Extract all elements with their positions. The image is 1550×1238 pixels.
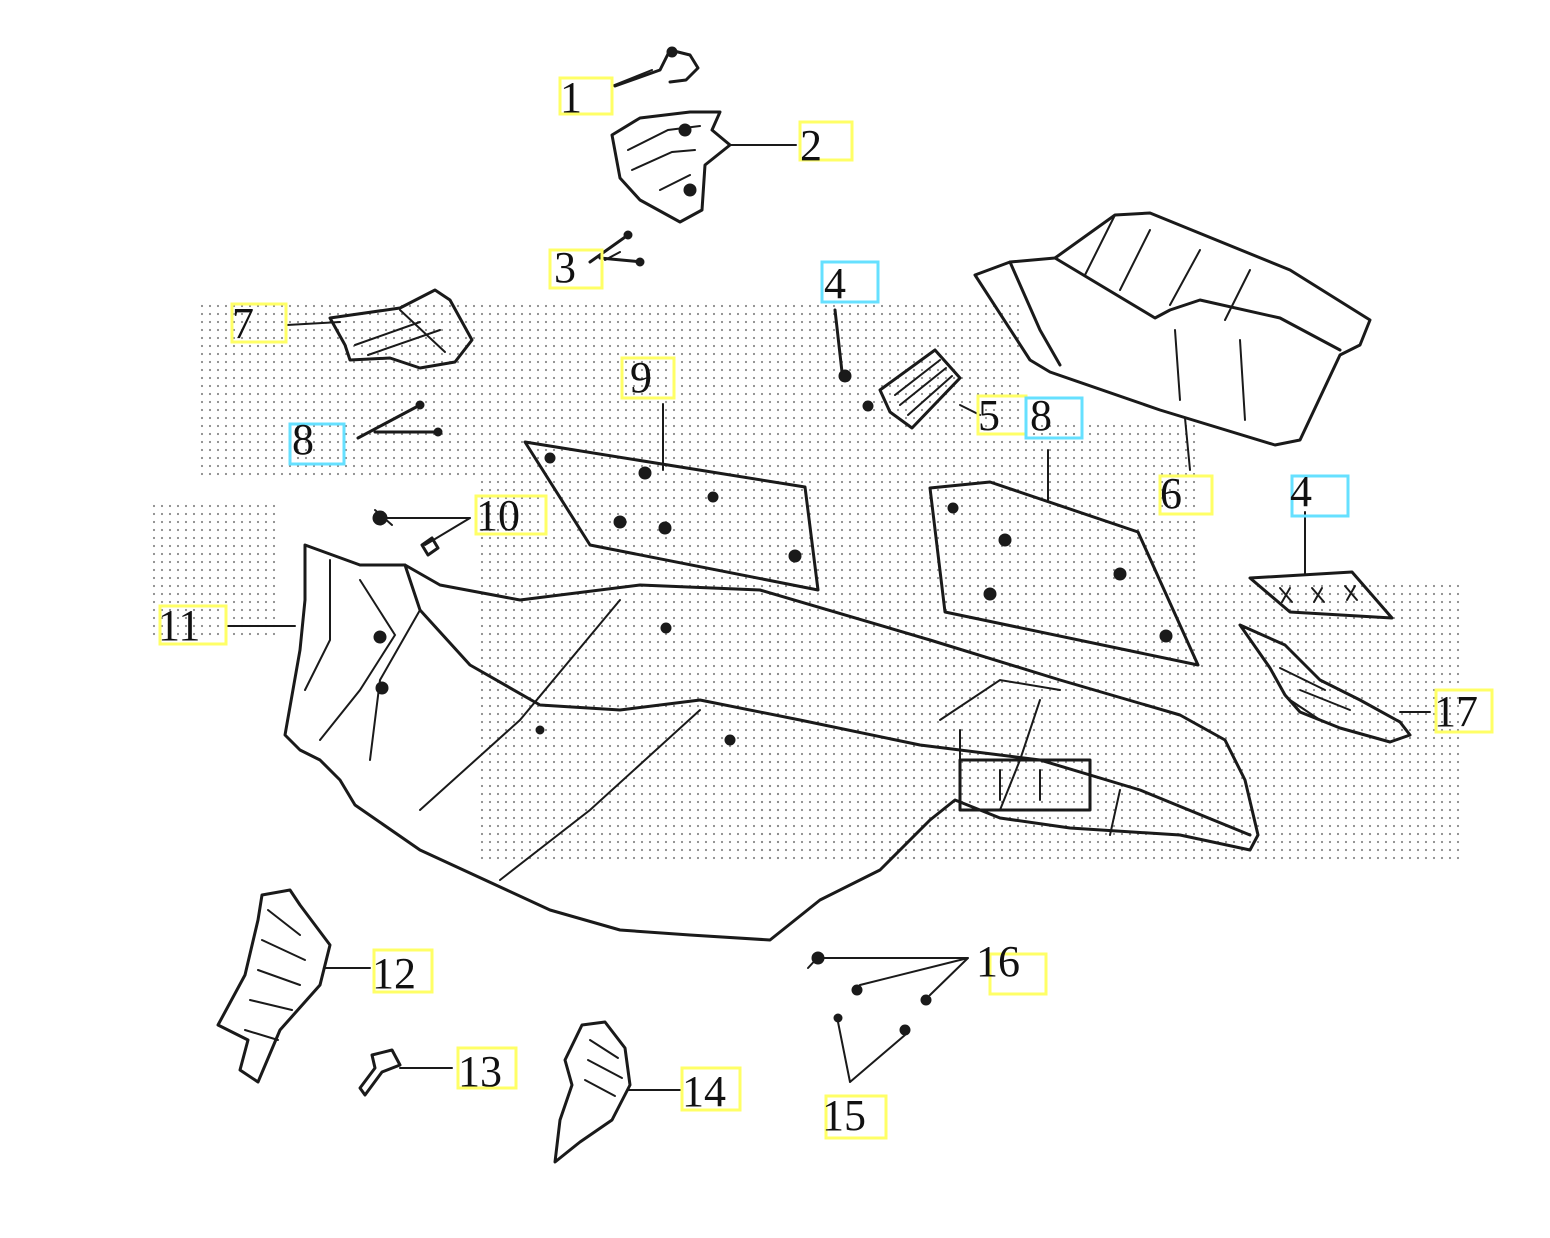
callout-6: 6 [1158, 469, 1214, 518]
part-13-clip [358, 1048, 402, 1097]
callout-9-number: 9 [630, 353, 652, 402]
part-15-16-screws [807, 951, 932, 1036]
callout-13: 13 [456, 1046, 518, 1096]
callout-7: 7 [230, 299, 288, 348]
callout-9-box [620, 356, 676, 400]
part-3-bolt [588, 230, 645, 267]
callout-4a-box [820, 260, 880, 304]
callout-8a: 8 [288, 415, 346, 466]
callout-10-box [474, 494, 548, 536]
callout-11-number: 11 [158, 601, 200, 650]
part-4-screw [833, 308, 852, 383]
callout-15-number: 15 [822, 1091, 866, 1140]
part-5-bracket [862, 348, 962, 430]
callout-15-box [824, 1094, 888, 1140]
callout-14-number: 14 [682, 1067, 726, 1116]
callout-4a: 4 [820, 259, 880, 308]
part-6-storage-box [973, 211, 1372, 447]
callout-16-number: 16 [976, 937, 1020, 986]
part-4-gasket-plate [1248, 570, 1394, 620]
callout-14-box [680, 1066, 742, 1112]
callout-1: 1 [558, 73, 614, 122]
callout-2-box [798, 120, 854, 162]
callout-3-box [548, 248, 604, 290]
callout-1-number: 1 [560, 73, 582, 122]
callout-11: 11 [158, 601, 228, 650]
callout-16: 16 [976, 937, 1048, 996]
part-1-clip [613, 46, 700, 88]
callout-labels: 1 2 3 4 5 6 4 7 [158, 73, 1494, 1140]
callout-12: 12 [372, 948, 434, 998]
callout-7-number: 7 [232, 299, 254, 348]
callout-8a-box [288, 422, 346, 466]
part-9-left-mat [523, 440, 820, 592]
callout-1-box [558, 76, 614, 116]
callout-14: 14 [680, 1066, 742, 1116]
callout-16-box [988, 952, 1048, 996]
callout-17: 17 [1434, 687, 1494, 736]
part-17-bracket [1238, 623, 1412, 744]
callout-5-number: 5 [978, 391, 1000, 440]
callout-3-number: 3 [554, 243, 576, 292]
callout-2-number: 2 [800, 121, 822, 170]
callout-8b-box [1024, 396, 1084, 440]
callout-8a-number: 8 [292, 415, 314, 464]
part-8-strap [356, 400, 443, 440]
callout-2: 2 [798, 120, 854, 170]
callout-9: 9 [620, 353, 676, 402]
callout-12-box [372, 948, 434, 994]
part-8-right-mat [928, 480, 1200, 667]
callout-10-number: 10 [476, 491, 520, 540]
callout-4b: 4 [1290, 467, 1350, 518]
part-2-handle-cover [610, 110, 732, 224]
part-14-cover [553, 1020, 632, 1164]
callout-13-box [456, 1046, 518, 1090]
callout-6-box [1158, 474, 1214, 516]
part-12-side-bracket [216, 888, 332, 1084]
part-7-bracket [328, 288, 474, 370]
callout-6-number: 6 [1160, 469, 1182, 518]
callout-13-number: 13 [458, 1047, 502, 1096]
part-10-screws [372, 509, 440, 557]
part-11-floor-panel [283, 543, 1260, 942]
callout-8b: 8 [1024, 391, 1084, 440]
callout-4b-box [1290, 474, 1350, 518]
callout-8b-number: 8 [1030, 391, 1052, 440]
callout-7-box [230, 302, 288, 344]
leader-lines [227, 69, 1431, 1091]
callout-12-number: 12 [372, 949, 416, 998]
callout-15: 15 [822, 1091, 888, 1140]
callout-4a-number: 4 [824, 259, 846, 308]
callout-10: 10 [474, 491, 548, 540]
callout-17-box [1434, 688, 1494, 734]
stipple-background [150, 300, 1460, 860]
callout-11-box [158, 604, 228, 646]
callout-3: 3 [548, 243, 604, 292]
callout-17-number: 17 [1434, 687, 1478, 736]
callout-4b-number: 4 [1290, 467, 1312, 516]
